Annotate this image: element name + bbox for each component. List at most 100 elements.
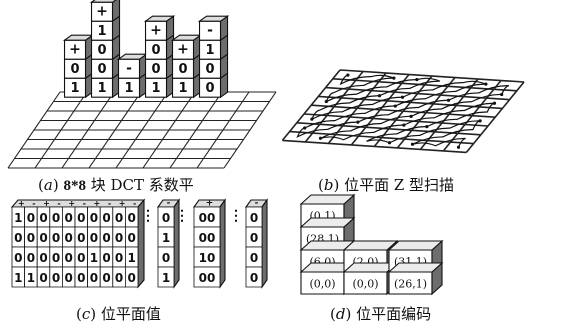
bit-value: 0: [102, 211, 110, 225]
scan-dot: [478, 119, 482, 123]
column-bit: 0: [250, 271, 258, 285]
bit-value: 0: [128, 211, 136, 225]
grid-line: [281, 69, 341, 141]
bit-value: 0: [14, 231, 22, 245]
header-sign: -: [32, 199, 35, 208]
bit-value: 0: [65, 211, 73, 225]
bit-value: 0: [115, 271, 123, 285]
header-sign: -: [57, 199, 60, 208]
column-cell: [157, 266, 175, 288]
bit-value: 1: [128, 251, 136, 265]
bit-value: 0: [90, 231, 98, 245]
column-side: [219, 198, 226, 289]
bit-value: 0: [52, 271, 60, 285]
column-bit: 10: [199, 251, 216, 265]
sign-cube-top: [89, 0, 117, 3]
scan-dot: [492, 101, 497, 105]
scan-dot: [387, 141, 392, 145]
bit-label: 0: [98, 43, 107, 58]
scan-dot: [410, 142, 415, 146]
bit-value: 0: [128, 271, 136, 285]
scan-dot: [356, 120, 360, 124]
header-sign: -: [108, 199, 111, 208]
scan-dot: [425, 125, 429, 129]
bit-value: 0: [90, 211, 98, 225]
bit-label: 1: [98, 24, 107, 39]
grid-line: [142, 91, 196, 169]
grid-line: [7, 91, 61, 169]
header-sign: -: [133, 199, 136, 208]
bit-value: 0: [102, 231, 110, 245]
bit-value: 1: [14, 271, 22, 285]
bit-value: 0: [90, 271, 98, 285]
column-bit: 1: [162, 231, 170, 245]
grid-line: [115, 91, 169, 169]
bit-value: 0: [39, 211, 47, 225]
scan-dot: [400, 95, 405, 99]
column-bit: 0: [250, 211, 258, 225]
header-sign: +: [43, 199, 50, 208]
sign-label: +: [150, 23, 162, 39]
bit-value: 0: [39, 271, 47, 285]
block-label: (0,0): [352, 278, 378, 291]
caption-c: (c) 位平面值: [76, 305, 161, 323]
caption-d: (d) 位平面编码: [330, 305, 432, 323]
column-separator: ⋮: [141, 208, 155, 224]
bit-stack: 10+: [62, 34, 95, 99]
bit-value: 0: [65, 251, 73, 265]
column-bit: 0: [250, 251, 258, 265]
scan-dot: [310, 117, 314, 121]
bit-value: 0: [52, 211, 60, 225]
header-sign: -: [83, 199, 86, 208]
scan-dot: [484, 82, 488, 86]
scan-dot: [393, 104, 397, 108]
scan-dot: [318, 136, 323, 140]
column-sign: +: [206, 199, 214, 209]
bit-stack: 1-: [116, 53, 149, 99]
sign-cube-top: [143, 15, 176, 22]
bit-label: 0: [71, 62, 80, 77]
column-cell: [193, 266, 221, 288]
column-bit: 00: [199, 211, 216, 225]
bit-value: 0: [27, 231, 35, 245]
scan-dot: [409, 114, 413, 118]
caption-b: (b) 位平面 Z 型扫描: [318, 176, 455, 194]
bit-label: 0: [98, 62, 107, 77]
scan-dot: [415, 78, 419, 82]
column-sign: -: [167, 199, 171, 209]
scan-dot: [303, 126, 307, 130]
bit-value: 0: [65, 231, 73, 245]
scan-dot: [324, 99, 328, 104]
header-sign: +: [94, 199, 101, 208]
column-sign: -: [255, 199, 259, 209]
code-block: (26,1): [387, 261, 444, 296]
grid-line: [223, 91, 277, 169]
scan-dot: [392, 76, 396, 80]
scan-dot: [500, 92, 504, 97]
bit-label: 0: [206, 81, 215, 96]
block-top: [299, 217, 356, 228]
bit-label: 1: [179, 81, 188, 96]
scan-dot: [402, 123, 406, 127]
bit-value: 0: [27, 251, 35, 265]
bit-value: 0: [27, 211, 35, 225]
column-side: [261, 198, 268, 289]
zigzag-path: [296, 74, 510, 148]
grid-line: [34, 91, 88, 169]
bit-cell: [125, 266, 139, 288]
scan-dot: [377, 94, 382, 98]
sign-label: +: [177, 42, 189, 58]
bit-value: 0: [102, 251, 110, 265]
scan-dot: [446, 98, 451, 102]
bit-stack: 001-: [197, 15, 230, 99]
column-bit: 0: [162, 251, 170, 265]
block-top: [342, 240, 399, 251]
bit-value: 0: [77, 251, 85, 265]
bit-stack: 10+: [170, 34, 203, 99]
bit-value: 0: [14, 251, 22, 265]
